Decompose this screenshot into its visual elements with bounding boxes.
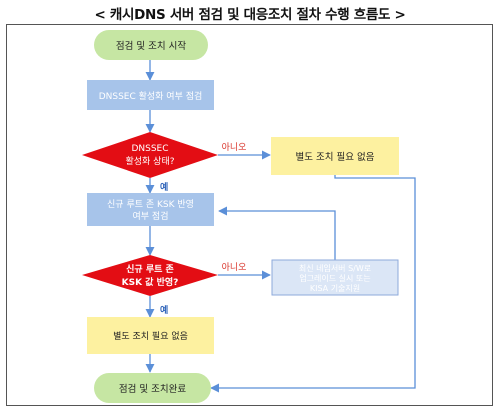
decision-ksk-line2: KSK 값 반영? <box>122 276 179 288</box>
start-label: 점검 및 조치 시작 <box>116 40 186 52</box>
diagram-title: < 캐시DNS 서버 점검 및 대응조치 절차 수행 흐름도 > <box>94 7 406 23</box>
check-ksk-line2: 여부 점검 <box>133 210 169 222</box>
edge-label-yes-2: 예 <box>160 304 168 316</box>
arrow-result-to-end <box>210 175 416 393</box>
no-action-label-1: 별도 조치 필요 없음 <box>296 151 375 163</box>
diagram-frame <box>6 24 493 406</box>
end-terminal <box>94 373 211 403</box>
upgrade-box <box>271 259 399 296</box>
check-dnssec-label: DNSSEC 활성화 여부 점검 <box>99 90 203 102</box>
upgrade-line3: KISA 기술지원 <box>310 283 360 293</box>
decision-dnssec-line2: 활성화 상태? <box>125 155 174 167</box>
upgrade-line2: 업그레이드 실시 또는 <box>299 273 370 283</box>
no-action-label-2: 별도 조치 필요 없음 <box>113 330 188 342</box>
upgrade-line1: 최신 네임서버 S/W로 <box>299 263 371 273</box>
decision-dnssec <box>82 132 218 178</box>
no-action-box-1 <box>271 137 399 175</box>
end-label: 점검 및 조치완료 <box>119 383 186 395</box>
check-dnssec-box <box>87 80 214 110</box>
decision-ksk <box>82 255 218 296</box>
check-ksk-box <box>87 193 214 226</box>
no-action-box-2 <box>87 317 214 354</box>
decision-ksk-line1: 신규 루트 존 <box>126 263 174 275</box>
decision-dnssec-line1: DNSSEC <box>131 144 168 154</box>
start-terminal <box>94 30 208 60</box>
edge-label-yes-1: 예 <box>160 181 168 193</box>
edge-label-no-1: 아니오 <box>222 142 247 153</box>
arrow-upgrade-loop <box>218 206 336 260</box>
edge-label-no-2: 아니오 <box>222 262 247 273</box>
check-ksk-line1: 신규 루트 존 KSK 반영 <box>107 199 194 210</box>
